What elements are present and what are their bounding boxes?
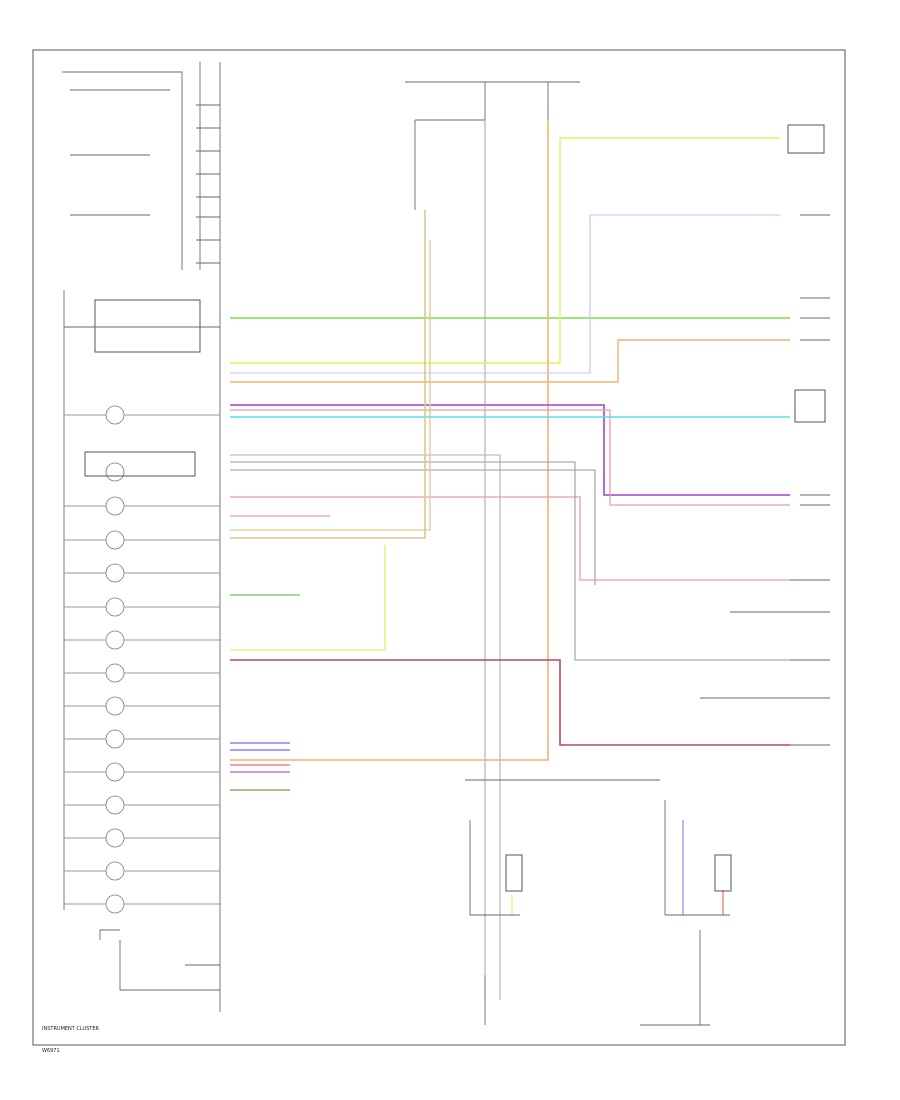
harness-wires <box>230 120 790 1000</box>
wire-dark-red <box>230 659 790 746</box>
wire-orange-right <box>230 339 790 383</box>
footer-code: W6971 <box>42 1048 60 1054</box>
wire-orange-feed <box>230 120 549 761</box>
indicator-row-lines <box>64 414 220 905</box>
wire-yellow-top <box>230 137 780 364</box>
wire-tan-2 <box>230 240 431 531</box>
indicator-lamps <box>105 405 125 914</box>
right-components <box>700 124 830 746</box>
wire-gray-2 <box>230 461 790 661</box>
wire-gray-1 <box>230 454 501 1000</box>
wire-yellow-lower <box>230 545 386 651</box>
wire-purple <box>230 404 790 496</box>
cluster-connector-pins <box>196 104 220 264</box>
diagram-frame <box>32 49 846 1046</box>
wire-pink-2 <box>230 496 790 581</box>
footer-instrument-cluster: INSTRUMENT CLUSTER <box>42 1026 100 1032</box>
wire-violet <box>230 214 780 374</box>
wire-tan <box>230 210 426 539</box>
wire-gray-3 <box>230 469 596 585</box>
wire-pink-1 <box>230 409 790 506</box>
bottom-relays <box>465 779 732 1026</box>
fuse-feeds <box>405 81 580 1000</box>
instrument-cluster <box>62 62 221 1012</box>
